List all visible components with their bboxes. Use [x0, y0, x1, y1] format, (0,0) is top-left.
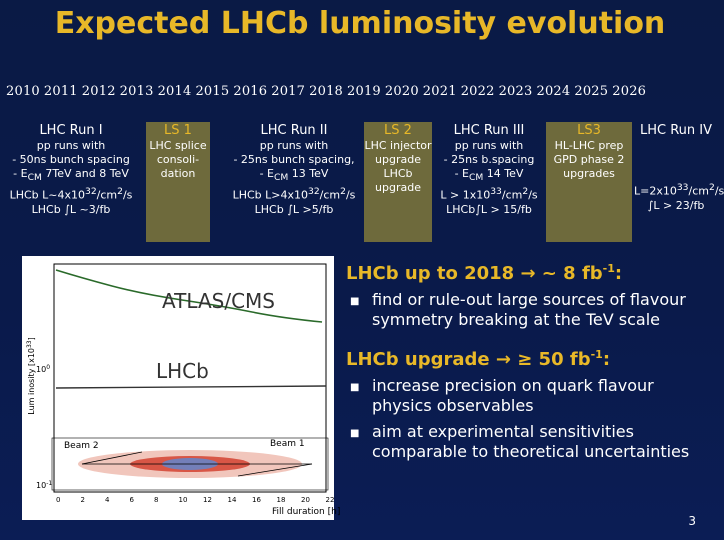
phase-line — [634, 139, 718, 153]
phase-line: - ECM 14 TeV — [454, 167, 524, 184]
phase-line: consoli- — [156, 153, 200, 166]
year-label: 2015 — [195, 84, 230, 99]
phase-line: - 25ns b.spacing — [443, 153, 535, 166]
section-2: LHCb upgrade → ≥ 50 fb-1: increase precis… — [346, 348, 706, 462]
phase-line: GPD phase 2 — [553, 153, 625, 166]
plot-xlabel: Fill duration [h] — [272, 507, 340, 517]
page-title: Expected LHCb luminosity evolution — [54, 6, 666, 41]
lhcb-curve — [55, 385, 327, 389]
x-tick-label: 2 — [81, 496, 85, 504]
phase-line: - ECM 13 TeV — [259, 167, 329, 184]
x-tick-label: 4 — [105, 496, 110, 504]
luminosity-plot: Lum inosity [x1033] 100 10-1 0 2 4 6 8 10 12 14… — [22, 256, 340, 520]
beam2-label: Beam 2 — [64, 441, 99, 451]
year-label: 2017 — [271, 84, 306, 99]
page-number: 3 — [688, 514, 696, 528]
phase-line: LHCb L~4x1032/cm2/s — [9, 186, 133, 202]
x-tick-labels: 0 2 4 6 8 10 12 14 16 18 20 22 — [56, 496, 334, 504]
x-tick-label: 22 — [326, 496, 335, 504]
year-label: 2023 — [498, 84, 533, 99]
year-label: 2014 — [157, 84, 192, 99]
x-tick-label: 10 — [179, 496, 188, 504]
year-label: 2025 — [574, 84, 609, 99]
phase-line: LHC splice — [149, 139, 207, 152]
y-tick-2: 10-1 — [36, 480, 52, 490]
bullet-item: find or rule-out large sources of flavou… — [346, 290, 706, 330]
atlas-cms-label: ATLAS/CMS — [162, 289, 275, 313]
phase-line: - ECM 7TeV and 8 TeV — [13, 167, 129, 184]
section-1: LHCb up to 2018 → ~ 8 fb-1: find or rule-… — [346, 262, 706, 330]
y-tick-1: 100 — [36, 364, 50, 374]
beam1-label: Beam 1 — [270, 439, 305, 449]
year-label: 2013 — [119, 84, 154, 99]
year-label: 2018 — [309, 84, 344, 99]
year-label: 2012 — [81, 84, 116, 99]
year-label: 2020 — [384, 84, 419, 99]
section-title: LHCb upgrade → ≥ 50 fb-1: — [346, 348, 611, 370]
phase-line: LHCb — [383, 167, 413, 180]
phase-line: pp runs with — [259, 139, 329, 152]
bullet-item: aim at experimental sensitivities compar… — [346, 422, 706, 462]
phase-line: L=2x1033/cm2/s — [634, 182, 724, 198]
x-tick-label: 20 — [301, 496, 310, 504]
phase-title: LHC Run IV — [639, 123, 712, 138]
phase-line: - 25ns bunch spacing, — [233, 153, 355, 166]
phase-line: HL-LHC prep — [554, 139, 624, 152]
phase-title: LS 1 — [164, 123, 192, 138]
phase-line: upgrade — [375, 153, 421, 166]
phase-line: ∫L > 23/fb — [647, 198, 705, 212]
phase-line: dation — [160, 167, 196, 180]
phase-line — [634, 167, 718, 181]
phase-title: LS 2 — [384, 123, 412, 138]
phase-line: pp runs with — [454, 139, 524, 152]
section-title: LHCb up to 2018 → ~ 8 fb-1: — [346, 262, 623, 284]
plot-ylabel: Lum inosity [x1033] — [26, 337, 36, 415]
x-tick-label: 18 — [277, 496, 286, 504]
phase-title: LHC Run III — [453, 123, 525, 138]
phase-line: LHCb ∫L ~3/fb — [31, 202, 111, 216]
year-label: 2019 — [347, 84, 381, 99]
year-label: 2011 — [43, 84, 78, 99]
phase-title: LHC Run I — [39, 123, 103, 138]
phase-line: upgrades — [563, 167, 615, 180]
x-tick-label: 6 — [130, 496, 135, 504]
phase-7: LHC Run IV L=2x1033/cm2/s∫L > 23/fb — [634, 122, 724, 213]
x-tick-label: 16 — [252, 496, 261, 504]
phase-line: LHCb L>4x1032/cm2/s — [232, 186, 356, 202]
phase-title: LS3 — [577, 123, 601, 138]
x-tick-label: 0 — [56, 496, 60, 504]
phase-line: L > 1x1033/cm2/s — [440, 186, 538, 202]
phase-line: LHCb ∫L >5/fb — [254, 202, 334, 216]
year-label: 2026 — [612, 84, 647, 99]
phase-line: pp runs with — [36, 139, 106, 152]
phase-title: LHC Run II — [260, 123, 328, 138]
year-label: 2016 — [233, 84, 268, 99]
lhcb-label: LHCb — [156, 359, 209, 383]
year-label: 2021 — [422, 84, 457, 99]
bullet-item: increase precision on quark flavour phys… — [346, 376, 706, 416]
phase-line: LHC injector — [364, 139, 432, 152]
year-label: 2010 — [6, 84, 40, 99]
phase-line — [634, 153, 718, 167]
phase-line: - 50ns bunch spacing — [12, 153, 130, 166]
phase-line: LHCb∫L > 15/fb — [446, 202, 532, 216]
phase-line: upgrade — [375, 181, 421, 194]
atlas-cms-curve — [55, 269, 323, 323]
beam-diagram: Beam 2 Beam 1 — [51, 437, 329, 491]
summary-sections: LHCb up to 2018 → ~ 8 fb-1: find or rule-… — [346, 262, 706, 462]
x-tick-label: 8 — [154, 496, 158, 504]
x-tick-label: 12 — [203, 496, 212, 504]
year-label: 2024 — [536, 84, 571, 99]
year-label: 2022 — [460, 84, 495, 99]
x-tick-label: 14 — [228, 496, 237, 504]
